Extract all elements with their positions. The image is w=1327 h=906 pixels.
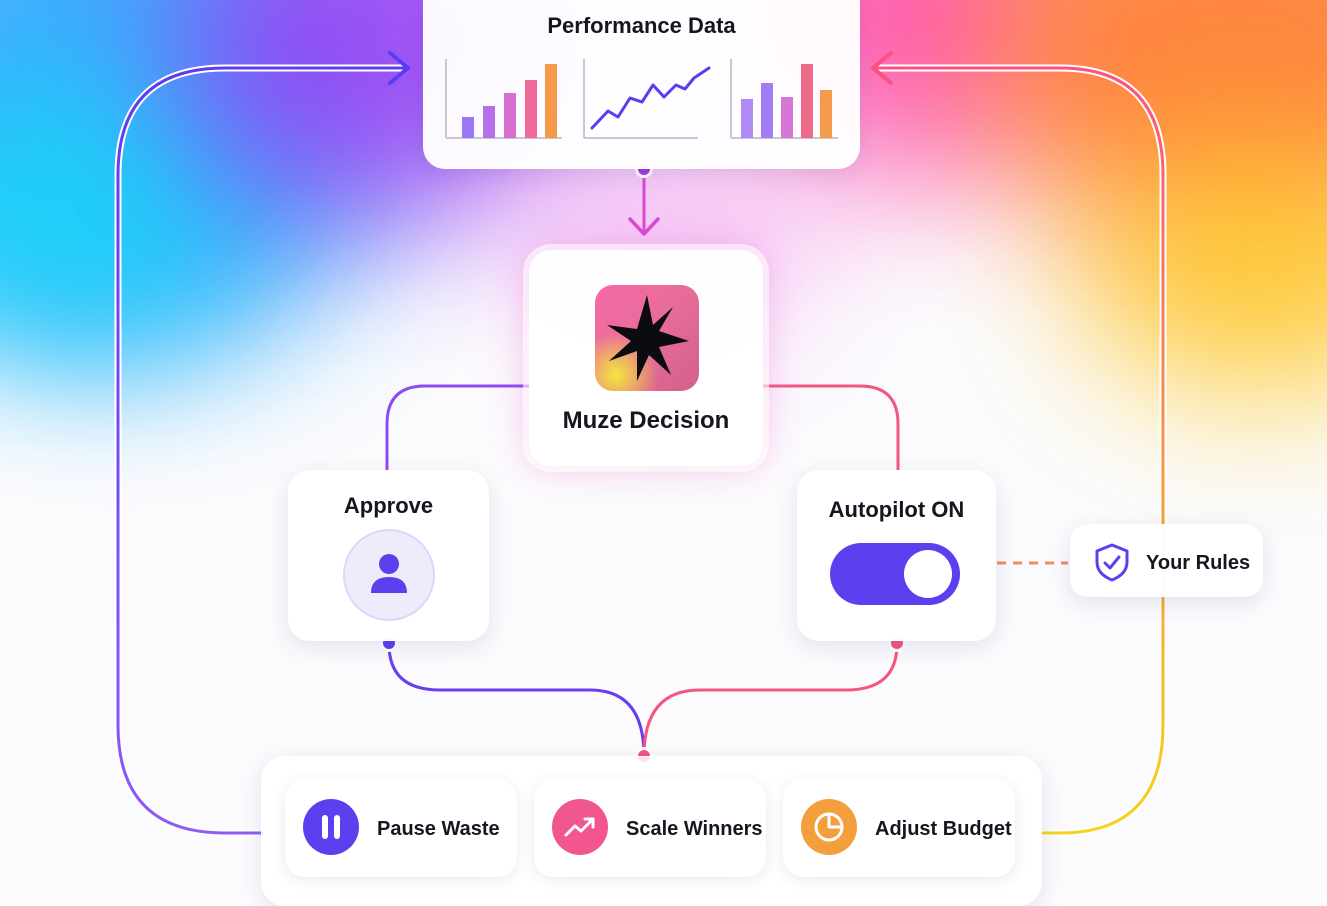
performance-data-card: Performance Data (423, 0, 860, 169)
arrowhead-left (388, 51, 410, 85)
approve-card[interactable]: Approve (288, 470, 489, 641)
line-chart-icon (583, 59, 711, 139)
actions-panel: Pause Waste Scale Winners Adjust Budget (261, 756, 1042, 906)
your-rules-label: Your Rules (1146, 552, 1251, 574)
pause-icon (303, 799, 359, 855)
shield-check-icon (1095, 543, 1129, 582)
mini-charts (445, 59, 838, 139)
muze-decision-title: Muze Decision (562, 407, 730, 434)
pause-waste-button[interactable]: Pause Waste (285, 779, 517, 877)
connector-lines (114, 51, 1167, 837)
muze-logo (595, 285, 699, 391)
your-rules-card[interactable]: Your Rules (1070, 524, 1263, 597)
muze-decision-card[interactable]: Muze Decision (529, 250, 763, 466)
autopilot-card: Autopilot ON (797, 470, 996, 641)
approve-title: Approve (343, 493, 434, 518)
bar-chart-icon-2 (730, 59, 838, 139)
scale-winners-label: Scale Winners (626, 818, 763, 840)
adjust-budget-label: Adjust Budget (875, 818, 1012, 840)
pie-chart-icon (801, 799, 857, 855)
scale-winners-button[interactable]: Scale Winners (534, 779, 766, 877)
performance-data-title: Performance Data (547, 13, 736, 38)
toggle-knob (904, 550, 952, 598)
bar-chart-icon-1 (445, 59, 562, 139)
adjust-budget-button[interactable]: Adjust Budget (783, 779, 1015, 877)
trend-up-icon (552, 799, 608, 855)
autopilot-title: Autopilot ON (828, 497, 965, 522)
user-avatar[interactable] (343, 529, 435, 621)
starburst-icon (607, 295, 689, 381)
pause-waste-label: Pause Waste (377, 818, 500, 840)
user-icon (371, 554, 407, 593)
arrowhead-right (871, 51, 893, 85)
autopilot-toggle[interactable] (830, 543, 960, 605)
